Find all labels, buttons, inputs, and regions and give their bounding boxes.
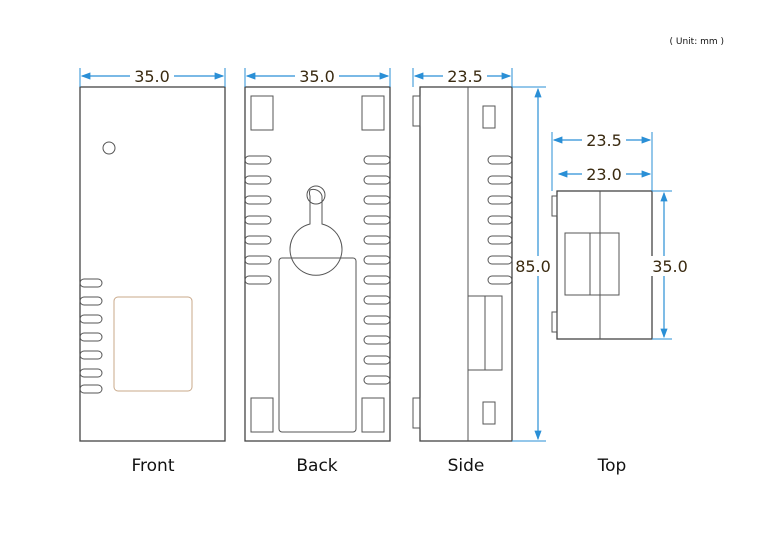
front-width-dimension: 35.0 (134, 67, 170, 86)
top-height-dimension: 35.0 (652, 257, 688, 276)
side-clip-bottom (412, 397, 421, 429)
top-body (556, 190, 653, 340)
top-terminal-block (564, 232, 620, 296)
back-clip-bottom-right (361, 397, 385, 433)
top-view: 23.5 23.0 35.0 (551, 130, 689, 340)
top-inner-dimension: 23.0 (586, 165, 622, 184)
front-view: 35.0 (79, 66, 226, 442)
back-width-dimension: 35.0 (299, 67, 335, 86)
side-view: 23.5 85.0 (412, 66, 554, 442)
back-vent-slots-right (363, 155, 391, 385)
back-clip-top-left (250, 95, 274, 131)
back-din-rail-slot (278, 257, 357, 433)
top-view-label: Top (597, 456, 627, 476)
front-led-indicator (102, 141, 116, 155)
side-body (419, 86, 513, 442)
unit-note: ( Unit: mm ) (669, 37, 725, 47)
side-height-dimension: 85.0 (515, 257, 551, 276)
top-clip-lower (551, 311, 558, 333)
back-clip-top-right (361, 95, 385, 131)
side-clip-top (412, 95, 421, 127)
back-keyhole-head (306, 185, 326, 205)
back-view-label: Back (296, 456, 338, 476)
front-view-label: Front (131, 456, 175, 476)
front-label-window (113, 296, 193, 392)
top-outer-dimension: 23.5 (586, 131, 622, 150)
side-vent-slots (487, 155, 513, 285)
side-depth-dimension: 23.5 (447, 67, 483, 86)
back-vent-slots-left (244, 155, 272, 285)
front-vent-slots (79, 278, 103, 394)
side-notch-bottom (482, 401, 496, 425)
back-body (244, 86, 391, 442)
back-keyhole-mount (289, 188, 343, 276)
back-view: 35.0 (244, 66, 391, 442)
side-notch-top (482, 105, 496, 129)
back-clip-bottom-left (250, 397, 274, 433)
front-body (79, 86, 226, 442)
side-view-label: Side (447, 456, 485, 476)
top-clip-upper (551, 195, 558, 217)
